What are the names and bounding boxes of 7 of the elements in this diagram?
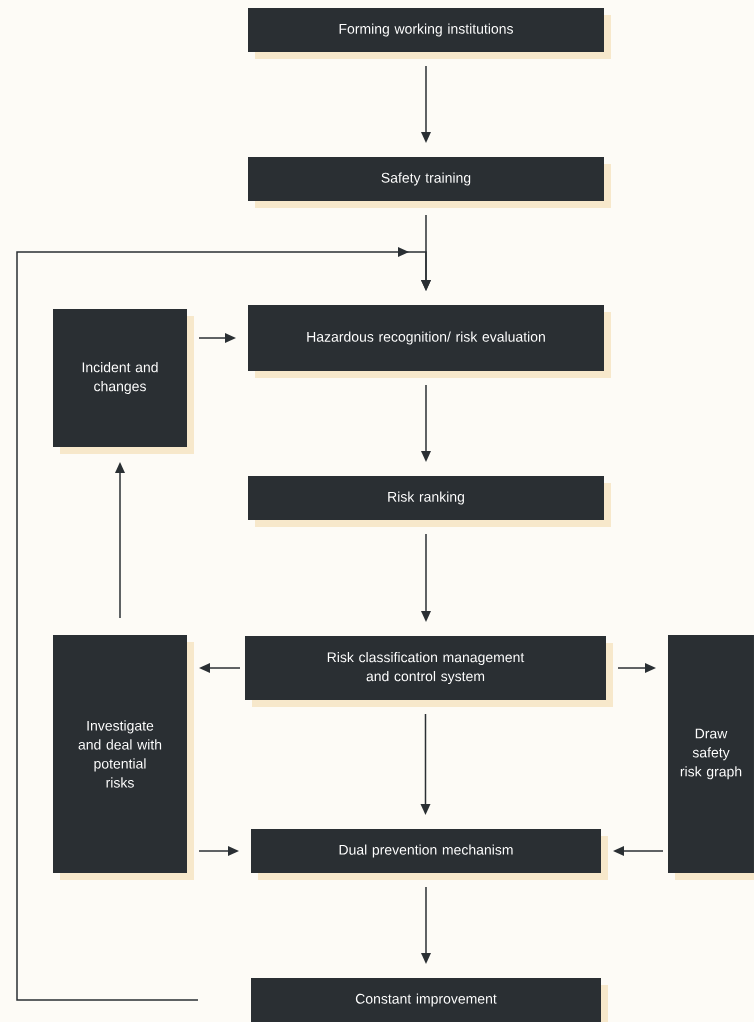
process-box: Draw safety risk graph xyxy=(668,635,754,880)
arrow xyxy=(421,65,431,143)
arrow xyxy=(613,846,664,856)
process-box: Safety training xyxy=(248,157,611,208)
process-box: Forming working institutions xyxy=(248,8,611,59)
process-box: Constant improvement xyxy=(251,978,608,1022)
arrow xyxy=(617,663,656,673)
